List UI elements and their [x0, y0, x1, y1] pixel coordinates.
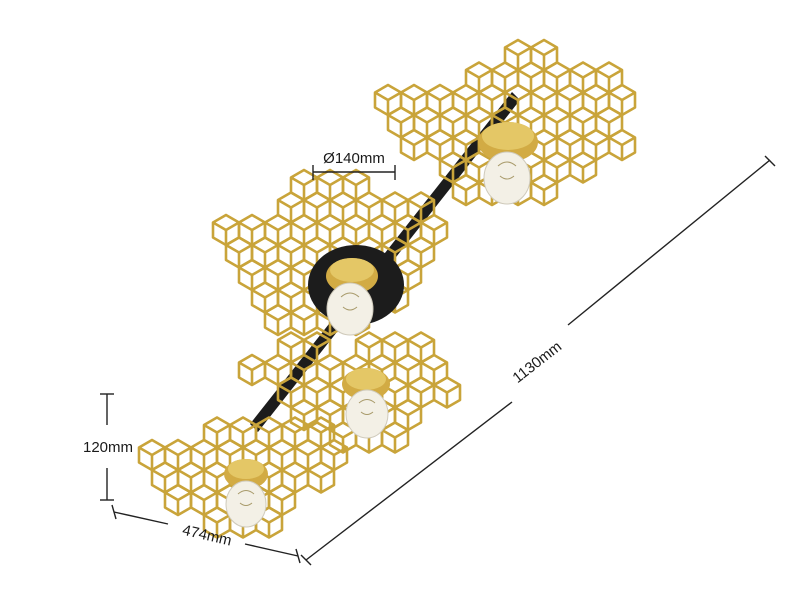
- shade-cube-cell: [380, 421, 410, 454]
- lamp-3: [342, 368, 390, 439]
- height-dimension: 120mm: [83, 393, 133, 501]
- lamp-2: [326, 258, 378, 336]
- shade-cube-cell: [306, 461, 336, 494]
- lamp-4: [224, 459, 268, 528]
- shade-cube-cell: [529, 173, 559, 207]
- width-label: 474mm: [181, 522, 234, 550]
- shade-cube-cell: [451, 173, 481, 207]
- diameter-dimension: Ø140mm: [312, 150, 396, 180]
- shade-cube-cell: [607, 128, 637, 162]
- shade-cube-cell: [289, 398, 319, 432]
- lamp-1: [478, 122, 538, 205]
- shade-cube-cell: [289, 303, 319, 337]
- height-label: 120mm: [83, 439, 133, 456]
- shade-cube-cell: [163, 483, 193, 517]
- shade-cube-cell: [237, 353, 267, 387]
- shade-cube-cell: [263, 303, 293, 337]
- shade-cube-cell: [568, 151, 598, 184]
- shade-cube-cell: [432, 376, 462, 409]
- shade-cube-cell: [399, 128, 429, 162]
- length-label: 1130mm: [509, 338, 565, 387]
- diameter-label: Ø140mm: [323, 150, 385, 167]
